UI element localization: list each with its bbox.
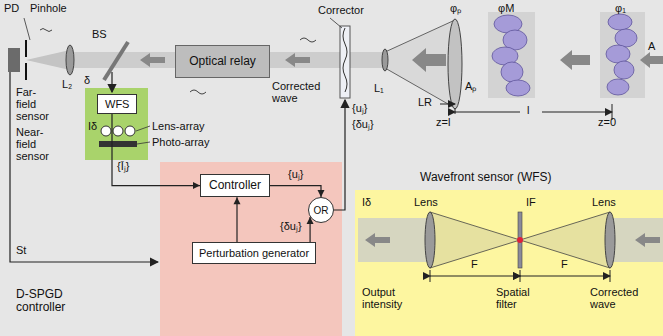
part-label: Output intensity (362, 286, 418, 310)
box-label: Optical relay (189, 55, 256, 68)
phase-screen (492, 14, 637, 96)
controller-panel: D-SPGD controllerControllerPerturbation … (160, 162, 342, 336)
part-label: φ₁ (615, 2, 626, 14)
part-label: F (561, 258, 568, 270)
part-label: {δuⱼ} (352, 118, 374, 130)
wfs-panel (355, 190, 663, 336)
photodetector (8, 48, 20, 72)
focus-beam (26, 50, 70, 70)
control-signal (334, 100, 345, 210)
part-label: Lens-array (152, 120, 205, 132)
aperture-lens (448, 19, 462, 109)
box-label: Controller (209, 179, 261, 192)
pinhole (25, 63, 27, 80)
phase-band (600, 12, 645, 98)
arrow-head (234, 197, 241, 204)
or-gate: OR (308, 197, 334, 223)
part-label: A (648, 40, 655, 52)
lens-l2 (66, 45, 74, 75)
arrow-head (193, 182, 200, 189)
phase-band (488, 12, 535, 98)
part-label: Corrector (318, 4, 364, 16)
spatial-filter (518, 212, 522, 268)
part-label: {uⱼ} (352, 102, 367, 114)
part-label: L₁ (374, 82, 384, 94)
arrow-head (318, 190, 325, 197)
signal-label: {Īⱼ} (117, 160, 129, 172)
wfs-panel: Wavefront sensor (WFS) (355, 190, 663, 336)
signal-label: {uⱼ} (288, 168, 303, 180)
panel-heading: Wavefront sensor (WFS) (420, 171, 552, 184)
part-label: Photo-array (152, 136, 209, 148)
part-label: L₂ (62, 78, 72, 90)
part-label: Far-field sensor (16, 86, 56, 122)
lens (425, 212, 435, 268)
signal-label: {δuⱼ} (280, 220, 302, 232)
part-label: F (471, 258, 478, 270)
photo-array (99, 141, 137, 147)
panel-heading: D-SPGD controller (16, 288, 76, 314)
part-label: PD (4, 2, 19, 14)
box-label: Perturbation generator (199, 247, 309, 259)
beam-splitter (104, 42, 128, 80)
part-label: φₚ (450, 2, 461, 14)
process-box: Controller (200, 174, 270, 197)
part-label: z=0 (598, 116, 616, 128)
st-signal (10, 72, 158, 262)
pinhole (25, 40, 27, 57)
part-label: LR (418, 96, 432, 108)
part-label: Near-field sensor (16, 126, 56, 162)
relay-box: Optical relay (175, 45, 270, 78)
signal-connector (307, 217, 314, 242)
sensor-box: WFS (97, 94, 137, 114)
controller-panel (160, 162, 342, 336)
signal-connector (234, 197, 241, 242)
box-label: WFS (105, 98, 129, 110)
corrector (340, 26, 350, 98)
part-label: l (527, 104, 529, 116)
part-label: Spatial filter (496, 286, 546, 310)
part-label: IF (526, 196, 536, 208)
gate-label: OR (314, 205, 329, 216)
lens (605, 212, 615, 268)
part-label: Lens (592, 196, 616, 208)
part-label: St (16, 244, 26, 256)
lens-l1 (382, 49, 388, 71)
part-label: BS (92, 28, 107, 40)
part-label: Corrected wave (590, 286, 650, 310)
expanding-beam (385, 20, 455, 108)
process-box: Perturbation generator (192, 242, 316, 264)
part-label: φM (498, 2, 514, 14)
part-label: Iδ (88, 120, 97, 132)
part-label: Pinhole (30, 2, 67, 14)
part-label: Iδ (362, 196, 371, 208)
part-label: Lens (414, 196, 438, 208)
part-label: Aₚ (465, 80, 476, 92)
part-label: z=l (436, 116, 450, 128)
near-field-panel (85, 88, 148, 160)
part-label: δ (84, 74, 90, 86)
part-label: Corrected wave (272, 80, 328, 104)
signal-connector (270, 186, 324, 197)
